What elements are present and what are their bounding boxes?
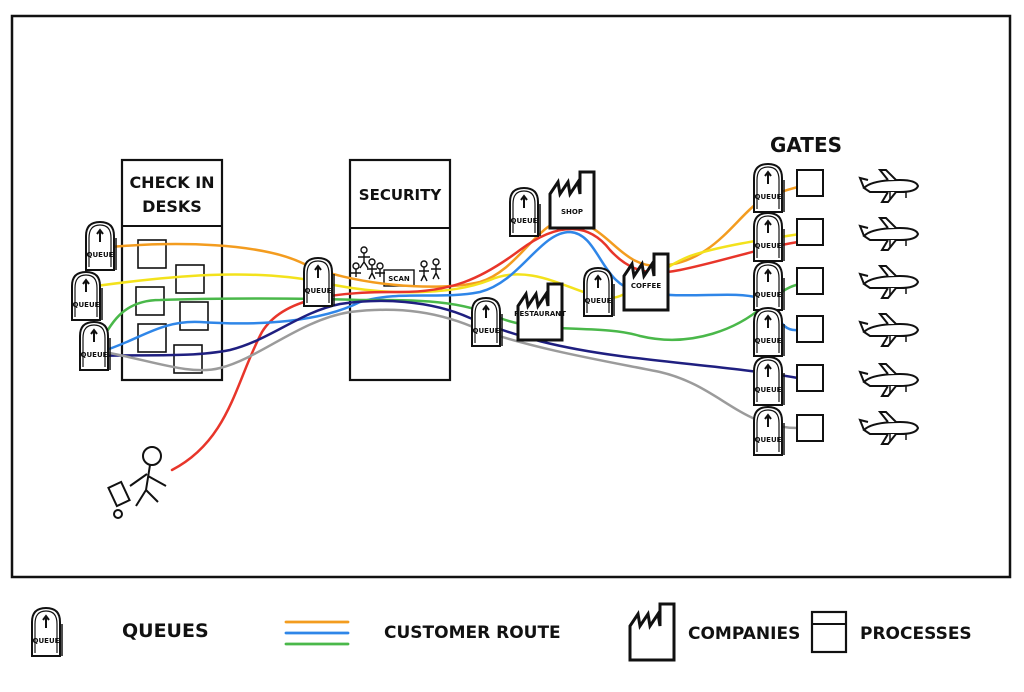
legend-processes-label: PROCESSES xyxy=(860,624,972,644)
gate-queue-icon: QUEUE xyxy=(753,307,785,357)
svg-text:QUEUE: QUEUE xyxy=(305,287,332,295)
svg-text:QUEUE: QUEUE xyxy=(755,242,782,250)
people-icon xyxy=(351,246,441,282)
gate-process-box xyxy=(796,364,824,392)
gates-title: GATES xyxy=(770,133,842,157)
svg-text:SHOP: SHOP xyxy=(561,208,583,216)
queue-icon: QUEUE xyxy=(79,321,111,371)
legend-route-lines xyxy=(284,620,350,646)
traveler-icon xyxy=(107,446,167,519)
legend-queues-label: QUEUES xyxy=(122,620,209,642)
svg-text:QUEUE: QUEUE xyxy=(585,297,612,305)
legend-process-icon xyxy=(810,610,848,654)
gate-process-box xyxy=(796,218,824,246)
svg-text:COFFEE: COFFEE xyxy=(631,282,661,290)
svg-text:QUEUE: QUEUE xyxy=(473,327,500,335)
queue-icon: QUEUE xyxy=(509,187,541,237)
security-block: SECURITY SCAN xyxy=(348,158,452,382)
company-restaurant: RESTAURANT xyxy=(514,282,566,342)
legend-customer-route-label: CUSTOMER ROUTE xyxy=(384,623,561,643)
gate-queue-icon: QUEUE xyxy=(753,356,785,406)
check-in-title-line: CHECK IN xyxy=(129,173,214,192)
svg-text:QUEUE: QUEUE xyxy=(511,217,538,225)
gate-process-box xyxy=(796,315,824,343)
svg-text:QUEUE: QUEUE xyxy=(33,637,60,645)
svg-text:QUEUE: QUEUE xyxy=(81,351,108,359)
svg-text:QUEUE: QUEUE xyxy=(755,436,782,444)
gate-queue-icon: QUEUE xyxy=(753,261,785,311)
svg-text:QUEUE: QUEUE xyxy=(73,301,100,309)
queue-icon: QUEUE xyxy=(71,271,103,321)
gate-process-box xyxy=(796,414,824,442)
svg-text:QUEUE: QUEUE xyxy=(755,291,782,299)
gate-queue-icon: QUEUE xyxy=(753,163,785,213)
route-gray xyxy=(102,308,800,430)
company-coffee: COFFEE xyxy=(622,252,670,312)
legend: QUEUE QUEUES CUSTOMER ROUTE COMPANIES PR… xyxy=(31,602,972,662)
svg-text:QUEUE: QUEUE xyxy=(755,193,782,201)
company-shop: SHOP xyxy=(548,170,596,230)
legend-company-icon xyxy=(628,602,676,662)
check-in-title: CHECK IN DESKS xyxy=(129,173,214,216)
queue-icon: QUEUE xyxy=(303,257,335,307)
queue-icon: QUEUE xyxy=(85,221,117,271)
security-title: SECURITY xyxy=(359,186,443,204)
check-in-title-line: DESKS xyxy=(142,197,202,216)
legend-queue-icon: QUEUE xyxy=(31,607,63,657)
svg-text:QUEUE: QUEUE xyxy=(87,251,114,259)
gate-process-box xyxy=(796,169,824,197)
queue-icon: QUEUE xyxy=(471,297,503,347)
svg-text:RESTAURANT: RESTAURANT xyxy=(514,310,566,318)
route-blue xyxy=(98,230,800,354)
route-red xyxy=(170,227,800,472)
route-navy xyxy=(98,299,800,380)
gate-queue-icon: QUEUE xyxy=(753,406,785,456)
svg-text:QUEUE: QUEUE xyxy=(755,337,782,345)
scan-label: SCAN xyxy=(388,275,410,283)
queue-icon: QUEUE xyxy=(583,267,615,317)
gate-process-box xyxy=(796,267,824,295)
gate-rows: QUEUE QUEUE QUEUE QUEUE QUEUE QUEUE xyxy=(753,163,919,456)
legend-companies-label: COMPANIES xyxy=(688,624,800,644)
gate-queue-icon: QUEUE xyxy=(753,212,785,262)
check-in-block: CHECK IN DESKS xyxy=(120,158,224,382)
svg-text:QUEUE: QUEUE xyxy=(755,386,782,394)
